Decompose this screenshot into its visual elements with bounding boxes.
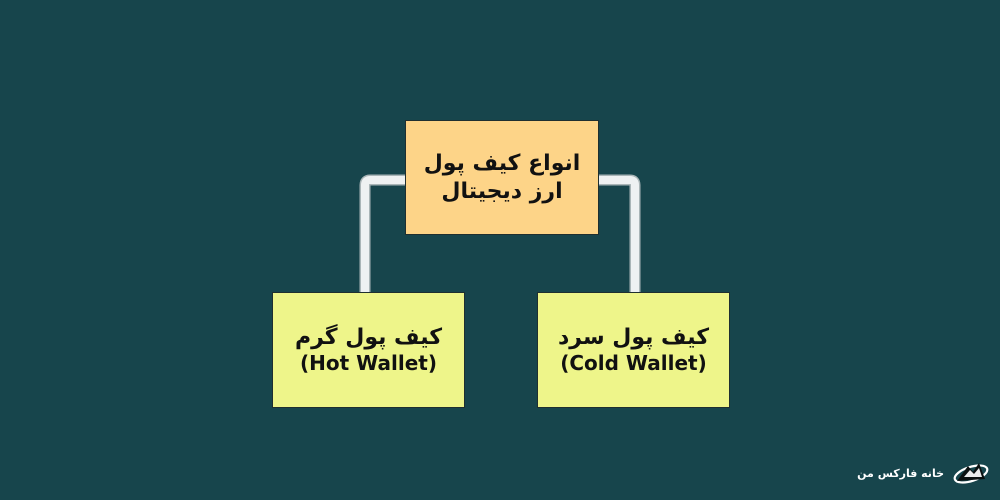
hot-wallet-title: کیف پول گرم [294,324,443,350]
hot-wallet-subtitle: (Hot Wallet) [300,351,437,376]
root-node-title-line2: ارز دیجیتال [441,178,563,204]
hot-wallet-node-box: کیف پول گرم (Hot Wallet) [272,292,465,408]
connector-right [595,176,639,296]
brand-text: خانه فارکس من [857,466,944,480]
cold-wallet-subtitle: (Cold Wallet) [560,351,707,376]
connector-left [361,176,409,296]
cold-wallet-node-box: کیف پول سرد (Cold Wallet) [537,292,730,408]
brand-logo-icon [953,463,989,484]
cold-wallet-title: کیف پول سرد [557,324,710,350]
brand-watermark: خانه فارکس من [857,456,992,490]
connector-left-shadow [359,174,411,298]
root-node-title-line1: انواع کیف پول [423,151,581,176]
root-node-box: انواع کیف پول ارز دیجیتال [405,120,599,235]
connector-right-shadow [593,174,641,298]
